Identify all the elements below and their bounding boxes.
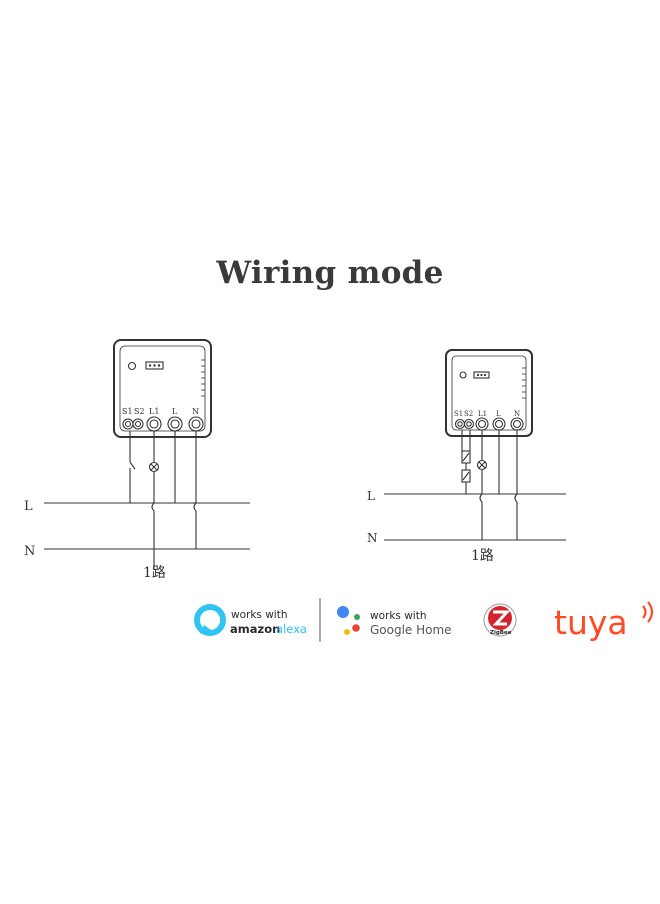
- tuya-logo: tuya: [554, 603, 628, 642]
- left-terminal-L: L: [172, 407, 178, 416]
- alexa-amazon-text: amazon: [230, 622, 280, 636]
- google-home-text: Google Home: [370, 623, 452, 637]
- google-works-with: works with: [370, 610, 427, 622]
- left-connector: [145, 361, 164, 370]
- left-module-inner: [119, 345, 206, 432]
- alexa-works-with: works with: [231, 609, 288, 621]
- left-terminals: [122, 416, 204, 432]
- left-terminal-N: N: [192, 407, 199, 416]
- left-label-N: N: [24, 544, 35, 559]
- zigbee-label: ZigBee: [490, 630, 512, 636]
- right-terminal-S2: S2: [464, 410, 473, 418]
- right-label-N: N: [367, 531, 378, 545]
- zigbee-logo: [483, 603, 517, 637]
- right-terminals: [454, 417, 524, 431]
- left-wiring-diagram: [44, 339, 250, 570]
- left-terminal-S2: S2: [134, 407, 145, 416]
- tuya-signal-icon: [642, 601, 654, 623]
- alexa-alexa-text: alexa: [276, 622, 307, 636]
- left-terminal-L1: L1: [149, 407, 159, 416]
- right-terminal-N: N: [514, 410, 520, 418]
- alexa-logo: [194, 604, 226, 636]
- left-label-L: L: [24, 499, 33, 514]
- left-terminal-S1: S1: [122, 407, 133, 416]
- right-wiring-diagram: [384, 349, 566, 541]
- right-terminal-S1: S1: [454, 410, 463, 418]
- page-title: Wiring mode: [216, 255, 444, 291]
- left-lamp: [148, 461, 160, 473]
- right-label-L: L: [367, 489, 375, 503]
- right-status-led: [459, 371, 467, 379]
- right-module-body: [445, 349, 533, 437]
- right-caption: 1路: [471, 548, 494, 564]
- left-caption: 1路: [143, 565, 166, 581]
- right-lamp: [476, 459, 488, 471]
- left-status-led: [127, 361, 137, 371]
- right-connector: [473, 371, 490, 379]
- google-assistant-icon: [337, 606, 360, 635]
- left-module-body: [113, 339, 212, 438]
- right-terminal-L: L: [496, 410, 501, 418]
- right-terminal-L1: L1: [478, 410, 487, 418]
- right-module-inner: [451, 355, 527, 431]
